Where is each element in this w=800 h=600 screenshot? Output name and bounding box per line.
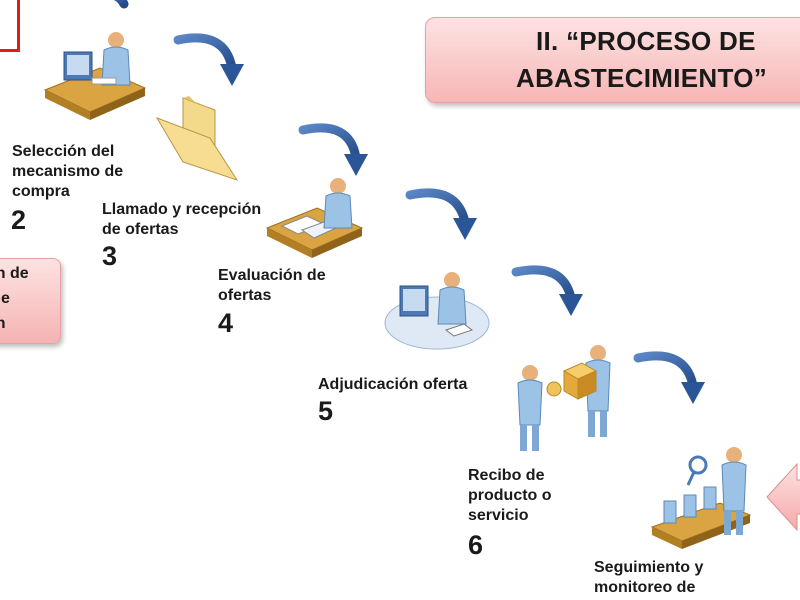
step-7-label: Seguimiento y monitoreo de — [594, 558, 703, 598]
step-5-number: 5 — [318, 396, 334, 426]
step-6-label-line: producto o — [468, 487, 552, 504]
person-reviewing-documents-icon — [265, 178, 364, 258]
step-4-label-line: Evaluación de — [218, 267, 326, 284]
step-4-number: 4 — [218, 308, 234, 338]
step-6-label-line: servicio — [468, 507, 529, 524]
person-at-workstation-icon — [384, 272, 490, 350]
title-line-2: ABASTECIMIENTO” — [516, 63, 768, 93]
step-5-label-line: Adjudicación oferta — [318, 376, 468, 393]
step-2-label-line: Selección del — [12, 143, 115, 160]
title-box: II. “PROCESO DE ABASTECIMIENTO” — [425, 17, 800, 103]
side-box: ón de e ón — [0, 258, 61, 344]
step-4-label-line: ofertas — [218, 287, 272, 304]
people-exchanging-package-icon — [517, 345, 611, 451]
step-2-label-line: compra — [12, 183, 70, 200]
step-2-label: Selección del mecanismo de compra — [12, 142, 123, 202]
step-7-label-line: Seguimiento y — [594, 559, 704, 576]
step-3-label-line: de ofertas — [102, 221, 179, 238]
person-at-computer-icon — [43, 32, 147, 120]
step-6-number: 6 — [468, 530, 484, 560]
folder-icon — [155, 96, 239, 181]
step-2-label-line: mecanismo de — [12, 163, 124, 180]
side-box-line-1: ón de — [0, 265, 29, 282]
side-box-line-2: e — [1, 290, 10, 307]
step-3-number: 3 — [102, 241, 118, 271]
step-3-label-line: Llamado y recepción — [102, 201, 262, 218]
step-3-label: Llamado y recepción de ofertas — [102, 200, 261, 240]
title-line-1: II. “PROCESO DE — [536, 26, 756, 56]
step-4-label: Evaluación de ofertas — [218, 266, 326, 306]
step-5-label: Adjudicación oferta — [318, 375, 467, 395]
step-7-label-line: monitoreo de — [594, 579, 696, 596]
side-box-line-3: ón — [0, 315, 6, 332]
person-inspecting-conveyor-icon — [650, 447, 752, 549]
step-2-number: 2 — [11, 205, 27, 235]
pink-arrow-icon — [766, 462, 800, 532]
step-6-label: Recibo de producto o servicio — [468, 466, 552, 526]
red-frame-marker — [0, 0, 20, 52]
step-6-label-line: Recibo de — [468, 467, 545, 484]
